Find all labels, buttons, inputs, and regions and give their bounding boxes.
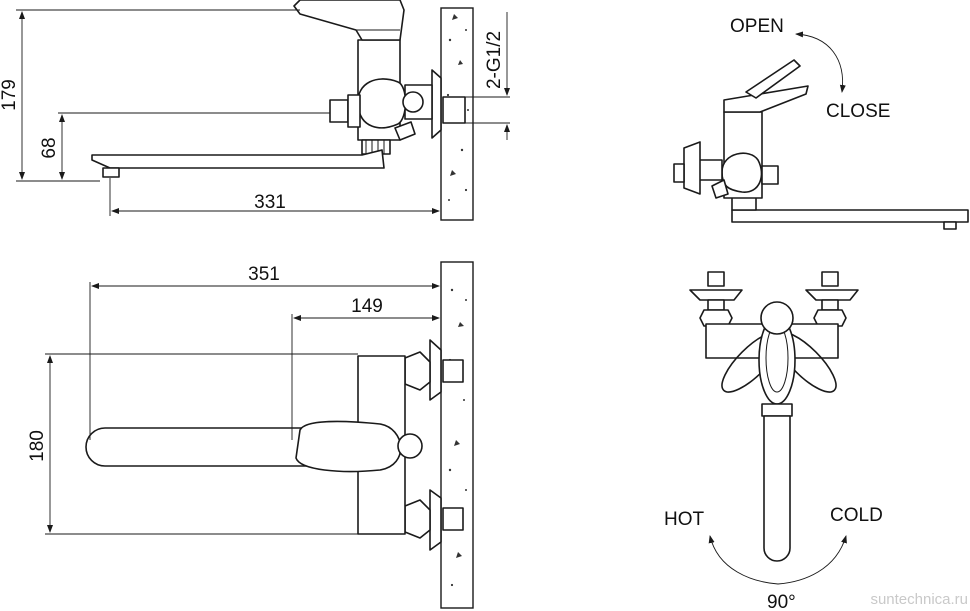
dim-351-label: 351	[248, 264, 280, 285]
dim-331-label: 331	[254, 192, 286, 213]
watermark: suntechnica.ru	[870, 591, 968, 608]
hot-label: HOT	[664, 509, 705, 530]
cold-label: COLD	[830, 505, 883, 526]
thread-label: 2-G1/2	[484, 31, 505, 89]
dim-149-label: 149	[351, 296, 383, 317]
open-label: OPEN	[730, 16, 784, 37]
dim-149: 149	[291, 296, 440, 440]
dim-180: 180	[27, 353, 358, 535]
front-view: HOT COLD 90°	[664, 271, 883, 611]
top-view: 351 149 180	[27, 261, 474, 609]
dim-68-label: 68	[39, 137, 60, 158]
wall-top	[440, 261, 474, 609]
dim-180-label: 180	[27, 430, 48, 462]
dim-179-label: 179	[0, 79, 20, 111]
dim-68: 68	[39, 112, 330, 180]
dim-331: 331	[109, 178, 442, 216]
dim-179: 179	[0, 9, 300, 182]
dim-351: 351	[89, 264, 440, 440]
side-view: 179 68 331 2-G1/2	[0, 0, 510, 221]
lever-view: OPEN CLOSE	[673, 16, 969, 230]
dim-thread: 2-G1/2	[484, 12, 510, 140]
angle-label: 90°	[767, 592, 796, 611]
close-label: CLOSE	[826, 101, 890, 122]
